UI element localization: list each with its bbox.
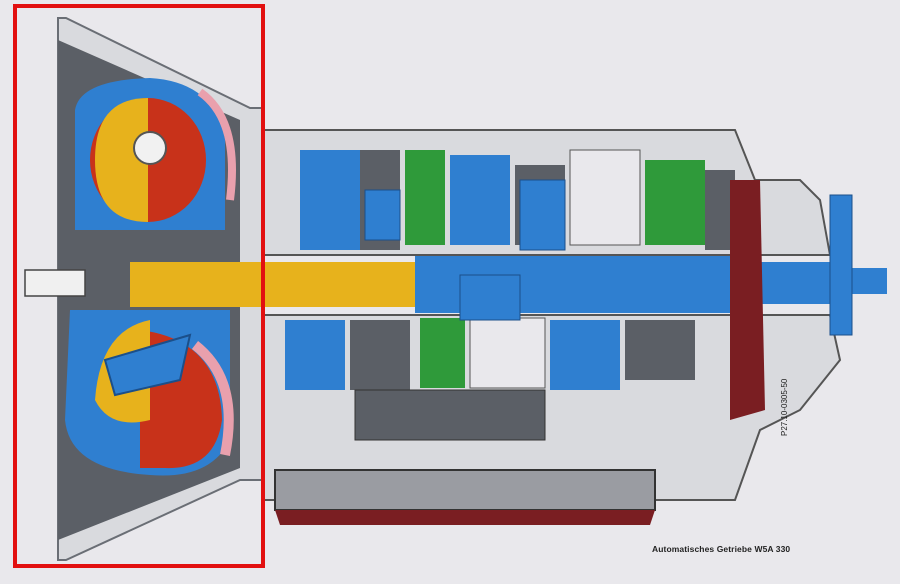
stator-upper [133,131,167,165]
clutch-packs-lower [285,317,695,390]
output-flange [829,194,853,336]
torque-converter-highlight-box [13,4,265,568]
stator-blades [103,333,192,397]
oil-pan [274,469,656,511]
input-shaft-yellow [130,262,420,307]
converter-pink-ring-lower [191,341,234,456]
valve-body [354,389,546,441]
turbine-upper [95,98,148,222]
oil-pan-dark [275,510,655,525]
figure-caption: Automatisches Getriebe W5A 330 [652,544,791,554]
input-shaft-stub [24,269,86,297]
output-housing-red [730,180,765,420]
converter-pink-ring-upper [197,88,236,201]
torque-converter [65,78,236,476]
planetary-gears [364,179,566,321]
part-number-label: P27.10-0305-50 [780,378,789,436]
